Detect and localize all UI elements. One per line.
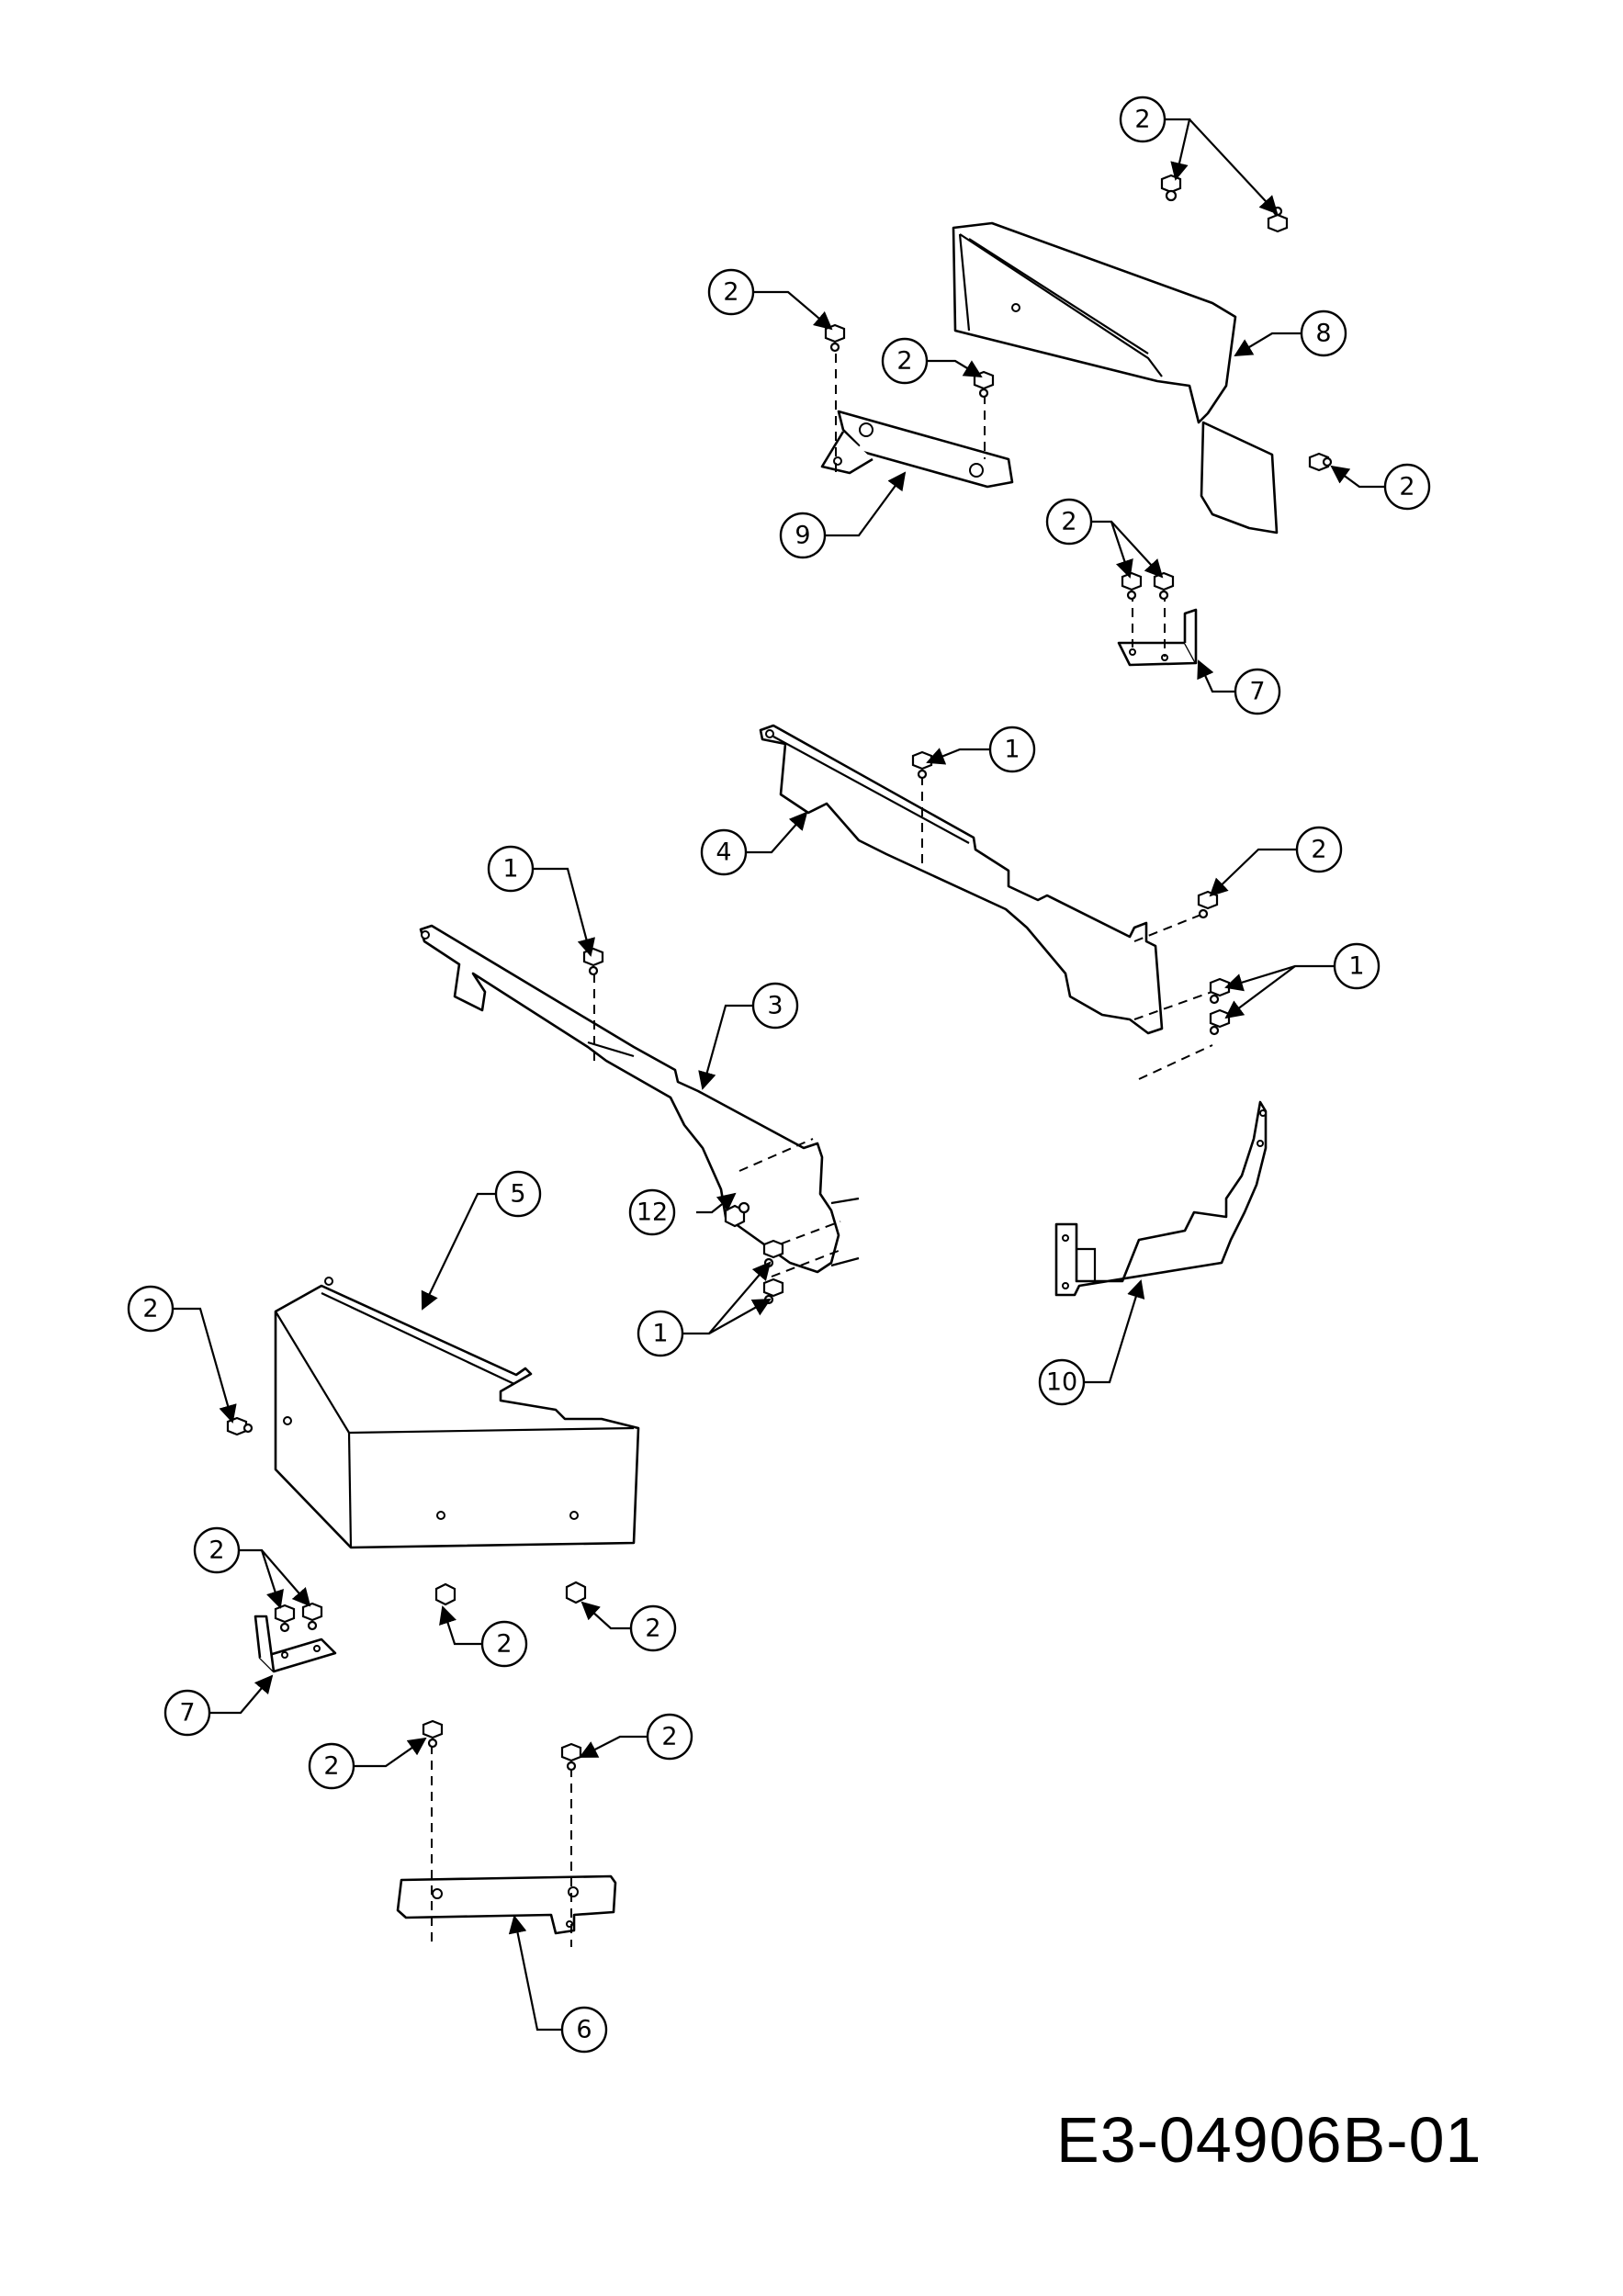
- callout-bubble: 2: [308, 1742, 355, 1790]
- callout-bubble: 1: [988, 726, 1036, 773]
- flange-bolt-icon: [973, 370, 995, 399]
- svg-text:9: 9: [795, 522, 810, 550]
- callout-bubble: 7: [163, 1689, 211, 1737]
- callout-bubbles: 2 2 2 8 2 9 2 7 1 4 2 1 1 3 5 12 2 1 10 …: [127, 96, 1431, 2054]
- flange-bolt-icon: [1209, 1008, 1231, 1036]
- callout-bubble: 2: [127, 1285, 175, 1333]
- svg-text:5: 5: [510, 1180, 525, 1209]
- callout-bubble: 2: [646, 1713, 693, 1761]
- callout-bubble: 7: [1234, 668, 1281, 715]
- flange-bolt-icon: [582, 947, 604, 976]
- svg-text:1: 1: [1348, 952, 1364, 981]
- svg-text:2: 2: [645, 1615, 660, 1643]
- callout-bubble: 2: [480, 1620, 528, 1668]
- part-5-lower-shroud: [274, 1277, 640, 1549]
- svg-text:7: 7: [1249, 678, 1265, 706]
- svg-text:1: 1: [502, 855, 518, 884]
- svg-text:2: 2: [896, 347, 912, 376]
- svg-text:2: 2: [142, 1295, 158, 1323]
- flange-bolt-icon: [1153, 571, 1175, 601]
- callout-bubble: 2: [1045, 498, 1093, 546]
- callout-bubble: 1: [637, 1310, 684, 1357]
- flange-bolt-icon: [1267, 206, 1289, 233]
- callout-bubble: 8: [1300, 310, 1347, 357]
- svg-text:2: 2: [209, 1536, 224, 1565]
- svg-text:2: 2: [1311, 836, 1326, 864]
- flange-bolt-icon: [301, 1602, 323, 1631]
- assembly-axes: [431, 354, 1218, 1947]
- svg-text:10: 10: [1046, 1368, 1077, 1397]
- flange-bolt-icon: [1160, 174, 1182, 202]
- callout-bubble: 2: [193, 1526, 241, 1574]
- part-7-angle-bracket-lower: [254, 1615, 337, 1673]
- flange-bolt-icon: [911, 750, 933, 780]
- svg-text:12: 12: [637, 1199, 668, 1227]
- flange-bolt-icon: [560, 1742, 582, 1772]
- part-3-rail: [419, 924, 840, 1274]
- flange-nut-icon: [434, 1582, 456, 1606]
- svg-text:6: 6: [576, 2016, 592, 2044]
- svg-text:2: 2: [723, 278, 738, 307]
- callout-bubble: 3: [751, 982, 799, 1030]
- drawing-number: E3-04906B-01: [1056, 2104, 1482, 2176]
- callout-bubble: 2: [707, 268, 755, 316]
- part-6-bottom-plate: [396, 1874, 617, 1935]
- svg-text:2: 2: [661, 1723, 677, 1751]
- part-4-long-rail: [759, 724, 1164, 1035]
- callout-bubble: 2: [1295, 826, 1343, 873]
- callout-bubble: 2: [629, 1604, 677, 1652]
- part-9-bracket: [820, 410, 1014, 489]
- svg-text:8: 8: [1315, 320, 1331, 348]
- flange-bolt-icon: [1121, 571, 1143, 601]
- svg-text:2: 2: [1134, 106, 1150, 134]
- callout-bubble: 1: [487, 845, 535, 893]
- leader-lines: [173, 118, 1385, 2032]
- flange-bolt-icon: [226, 1416, 254, 1436]
- flange-bolt-icon: [422, 1719, 444, 1749]
- callout-bubble: 4: [700, 828, 748, 876]
- svg-text:3: 3: [767, 992, 783, 1020]
- flange-bolt-icon: [824, 323, 846, 353]
- svg-text:7: 7: [179, 1699, 195, 1728]
- callout-bubble: 6: [560, 2006, 608, 2054]
- svg-text:1: 1: [652, 1320, 668, 1348]
- svg-text:2: 2: [323, 1752, 339, 1781]
- svg-text:2: 2: [1399, 473, 1414, 501]
- flange-bolt-icon: [762, 1239, 784, 1268]
- callout-bubble: 10: [1038, 1358, 1086, 1406]
- svg-text:2: 2: [496, 1630, 512, 1659]
- flange-bolt-icon: [1209, 977, 1231, 1005]
- callout-bubble: 9: [779, 512, 827, 559]
- callout-bubble: 2: [1383, 463, 1431, 511]
- flange-bolt-icon: [1308, 452, 1333, 472]
- callout-bubble: 1: [1333, 942, 1381, 990]
- callout-bubble: 12: [628, 1188, 676, 1236]
- flange-nut-icon: [565, 1581, 587, 1604]
- part-10-side-bracket: [1054, 1100, 1268, 1297]
- svg-text:4: 4: [716, 838, 731, 867]
- svg-text:2: 2: [1061, 508, 1076, 536]
- callout-bubble: 5: [494, 1170, 542, 1218]
- flange-bolt-icon: [762, 1277, 784, 1305]
- flange-bolt-icon: [1197, 890, 1219, 919]
- part-8-upper-shroud: [952, 221, 1279, 535]
- callout-bubble: 2: [1119, 96, 1167, 143]
- callout-bubble: 2: [881, 337, 929, 385]
- flange-bolt-icon: [274, 1604, 296, 1633]
- part-7-angle-bracket-upper: [1117, 608, 1198, 667]
- svg-text:1: 1: [1004, 736, 1020, 764]
